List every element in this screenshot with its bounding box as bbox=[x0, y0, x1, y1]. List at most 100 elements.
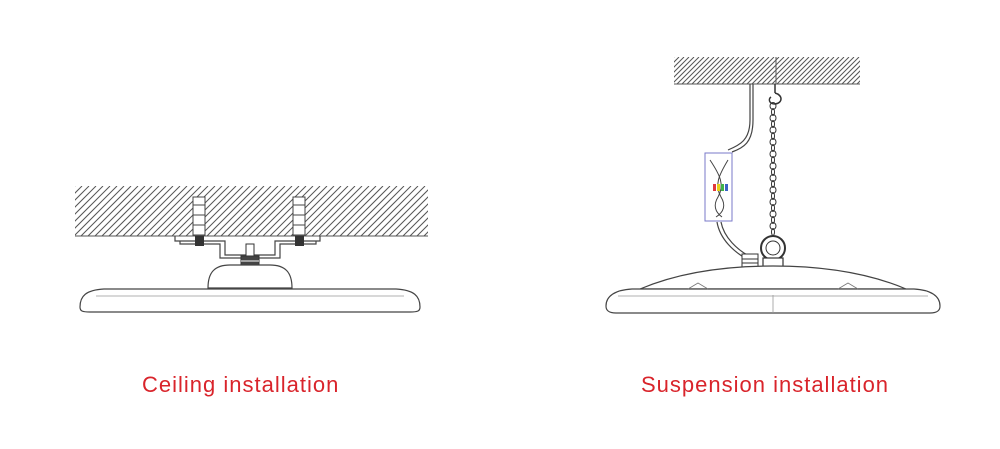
hatch-line bbox=[806, 57, 835, 84]
hatch-line bbox=[402, 210, 428, 236]
hatch-line bbox=[75, 186, 118, 229]
hatch-line bbox=[674, 57, 690, 73]
hatch-line bbox=[681, 57, 710, 84]
chain-link bbox=[771, 204, 775, 212]
hatch-line bbox=[856, 80, 860, 84]
hatch-line bbox=[731, 57, 760, 84]
chain-link bbox=[771, 192, 775, 200]
hatch-line bbox=[150, 186, 202, 236]
chain-link bbox=[769, 150, 777, 158]
hatch-line bbox=[882, 57, 909, 84]
hatch-line bbox=[836, 60, 860, 84]
hatch-line bbox=[325, 186, 377, 236]
hatch-line bbox=[831, 57, 860, 84]
chain-link bbox=[771, 168, 775, 176]
hatch-line bbox=[75, 186, 97, 208]
hatch-line bbox=[811, 57, 840, 84]
hatch-line bbox=[122, 186, 174, 236]
ceiling-hook-icon bbox=[768, 84, 782, 105]
ufo-high-bay-light-icon bbox=[605, 265, 941, 314]
bracket-nut-right bbox=[295, 236, 304, 246]
hatch-line bbox=[821, 57, 850, 84]
hatch-line bbox=[94, 186, 146, 236]
hatch-line bbox=[466, 186, 500, 236]
hatch-line bbox=[867, 57, 894, 84]
hatch-line bbox=[877, 57, 904, 84]
hatch-line bbox=[674, 57, 685, 68]
hatch-line bbox=[75, 186, 76, 187]
cable-gland bbox=[741, 253, 759, 269]
hatch-line bbox=[846, 70, 860, 84]
hatch-line bbox=[766, 57, 795, 84]
hatch-line bbox=[674, 57, 675, 58]
hatch-line bbox=[381, 189, 428, 236]
ceiling-installation-caption: Ceiling installation bbox=[142, 372, 340, 397]
hatch-line bbox=[318, 186, 370, 236]
hatch-line bbox=[691, 57, 720, 84]
chain-link bbox=[771, 132, 775, 140]
hatch-line bbox=[696, 57, 725, 84]
hatch-line bbox=[220, 186, 272, 236]
hatch-line bbox=[851, 75, 860, 84]
hatch-line bbox=[701, 57, 730, 84]
hatch-line bbox=[716, 57, 745, 84]
hatch-line bbox=[751, 57, 780, 84]
hatch-line bbox=[199, 186, 251, 236]
chain-link bbox=[769, 198, 777, 206]
hatch-line bbox=[87, 186, 139, 236]
hatch-line bbox=[136, 186, 188, 236]
hatch-line bbox=[248, 186, 300, 236]
chain-link bbox=[769, 114, 777, 122]
hatch-line bbox=[80, 186, 132, 236]
hatch-line bbox=[360, 186, 412, 236]
hatch-line bbox=[872, 57, 899, 84]
hatch-line bbox=[262, 186, 314, 236]
hatch-line bbox=[206, 186, 258, 236]
hatch-line bbox=[746, 57, 775, 84]
hatch-line bbox=[736, 57, 765, 84]
hatch-line bbox=[416, 224, 428, 236]
hatch-line bbox=[339, 186, 391, 236]
suspension-installation-caption: Suspension installation bbox=[641, 372, 890, 397]
hatch-line bbox=[686, 57, 715, 84]
chain-link bbox=[769, 102, 777, 110]
hatch-line bbox=[711, 57, 740, 84]
hatch-line bbox=[311, 186, 363, 236]
hatch-line bbox=[164, 186, 216, 236]
chain-link bbox=[769, 174, 777, 182]
hatch-line bbox=[75, 186, 83, 194]
hatch-line bbox=[452, 186, 500, 236]
hatch-line bbox=[332, 186, 384, 236]
hatch-line bbox=[791, 57, 820, 84]
hatch-line bbox=[726, 57, 755, 84]
hatch-line bbox=[826, 57, 855, 84]
chain-link bbox=[769, 222, 777, 230]
hatch-line bbox=[756, 57, 785, 84]
hanging-chain-icon bbox=[769, 102, 777, 236]
hatch-line bbox=[297, 186, 349, 236]
hatch-line bbox=[676, 57, 705, 84]
hatch-line bbox=[841, 65, 860, 84]
chain-link bbox=[771, 216, 775, 224]
hatch-line bbox=[75, 186, 111, 222]
hatch-line bbox=[129, 186, 181, 236]
chain-link bbox=[769, 126, 777, 134]
ring-eyebolt-icon bbox=[760, 235, 786, 269]
hatch-line bbox=[776, 57, 805, 84]
hatch-line bbox=[438, 186, 488, 236]
chain-link bbox=[771, 108, 775, 116]
hatch-line bbox=[796, 57, 825, 84]
hatch-line bbox=[445, 186, 495, 236]
chain-link bbox=[769, 138, 777, 146]
hatch-line bbox=[143, 186, 195, 236]
hatch-line bbox=[459, 186, 500, 236]
hatch-line bbox=[101, 186, 153, 236]
hatched-ceiling-icon bbox=[75, 186, 500, 237]
anchor-bolt-left bbox=[192, 196, 206, 236]
hatch-line bbox=[255, 186, 307, 236]
hatch-line bbox=[674, 57, 680, 63]
hatch-line bbox=[75, 186, 125, 236]
hatch-line bbox=[721, 57, 750, 84]
hatch-line bbox=[741, 57, 770, 84]
hatch-line bbox=[781, 57, 810, 84]
